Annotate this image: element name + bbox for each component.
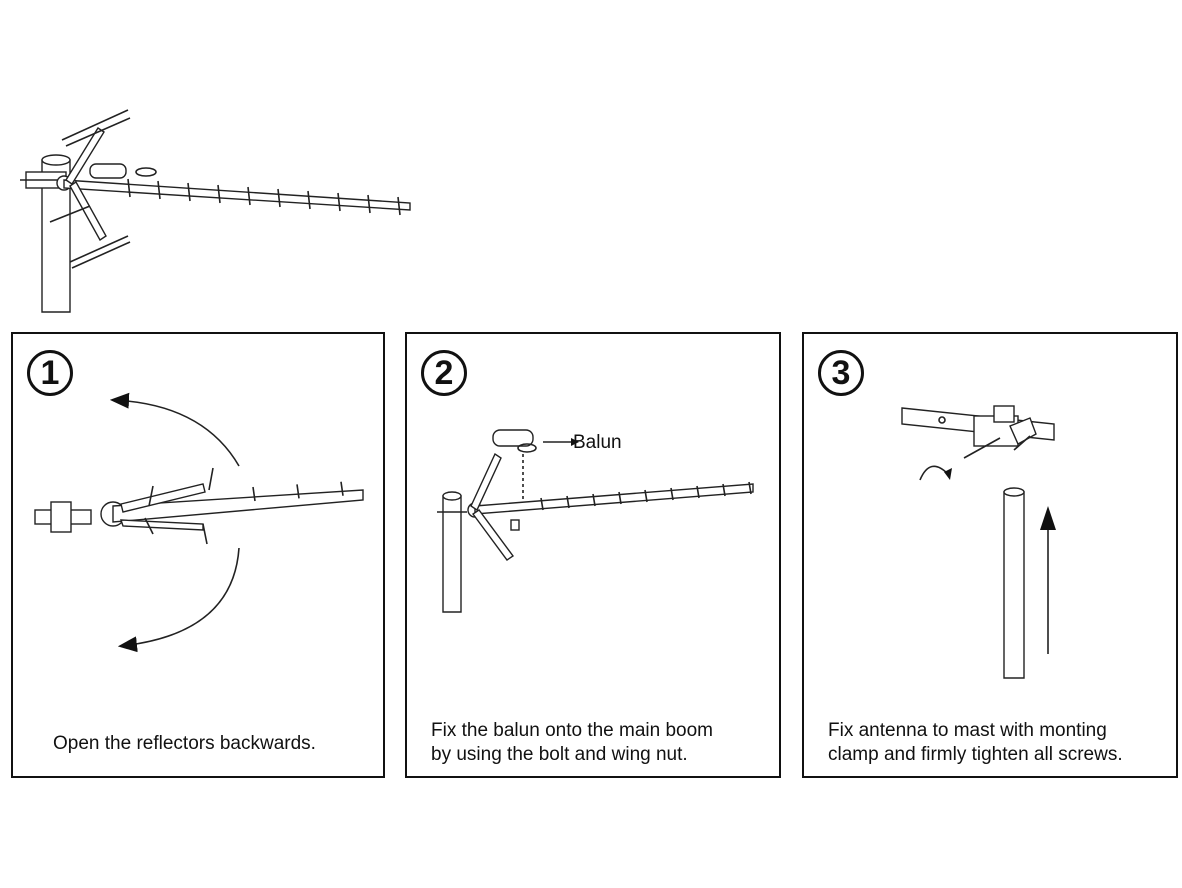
step-caption: Open the reflectors backwards. <box>53 732 316 756</box>
reflector-arms <box>49 109 131 269</box>
step-caption: Fix antenna to mast with monting clamp a… <box>828 719 1173 767</box>
director-rod <box>540 497 544 511</box>
balun-box <box>89 163 157 179</box>
boom-and-clamp <box>901 405 1055 459</box>
director-rod <box>157 180 161 200</box>
step-panel-3: 3 Fix antenna to mast with monting c <box>802 332 1178 778</box>
director-rod <box>644 489 648 503</box>
director-rod <box>187 182 191 202</box>
director-rod <box>247 186 251 206</box>
rotation-arrow-up <box>109 392 240 467</box>
director-rod <box>592 493 596 507</box>
balun-box <box>492 429 537 453</box>
step-caption: Fix the balun onto the main boom by usin… <box>431 719 771 767</box>
step3-illustration <box>901 405 1056 679</box>
caption-line: Fix the balun onto the main boom <box>431 720 714 741</box>
step2-illustration <box>437 429 754 613</box>
caption-line: Open the reflectors backwards. <box>53 733 316 754</box>
director-rod <box>397 196 401 216</box>
director-rod <box>127 178 131 198</box>
step-number-badge: 1 <box>27 350 73 396</box>
mast-pole <box>442 491 462 613</box>
antenna-assembly <box>437 452 754 561</box>
director-rod <box>217 184 221 204</box>
director-rod <box>367 194 371 214</box>
director-rod <box>696 485 700 499</box>
mast-pole <box>1003 487 1025 679</box>
director-rod <box>277 188 281 208</box>
rotate-arrow <box>919 465 949 481</box>
director-rod <box>296 484 300 499</box>
rotation-arrow-down <box>117 547 240 653</box>
director-elements <box>252 481 344 502</box>
caption-line: by using the bolt and wing nut. <box>431 744 688 765</box>
director-elements <box>127 178 401 216</box>
director-rod <box>670 487 674 501</box>
director-elements <box>540 481 752 511</box>
director-rod <box>722 483 726 497</box>
step-number-badge: 2 <box>421 350 467 396</box>
director-rod <box>566 495 570 509</box>
director-rod <box>337 192 341 212</box>
step1-illustration <box>34 392 364 653</box>
step-number-badge: 3 <box>818 350 864 396</box>
director-rod <box>340 481 344 496</box>
mast-pole <box>41 154 71 313</box>
step-panel-2: 2 Balun Fix the <box>405 332 781 778</box>
main-boom <box>63 179 411 211</box>
folded-antenna <box>34 467 364 545</box>
director-rod <box>252 486 256 502</box>
director-rod <box>618 491 622 505</box>
caption-line: clamp and firmly tighten all screws. <box>828 744 1123 765</box>
balun-callout-label: Balun <box>573 432 622 453</box>
director-rod <box>307 190 311 210</box>
antenna-overview-illustration <box>20 109 411 313</box>
director-rod <box>748 481 752 495</box>
step-panel-1: 1 Open the <box>11 332 385 778</box>
caption-line: Fix antenna to mast with monting <box>828 720 1107 741</box>
upward-arrowhead <box>1040 506 1056 530</box>
